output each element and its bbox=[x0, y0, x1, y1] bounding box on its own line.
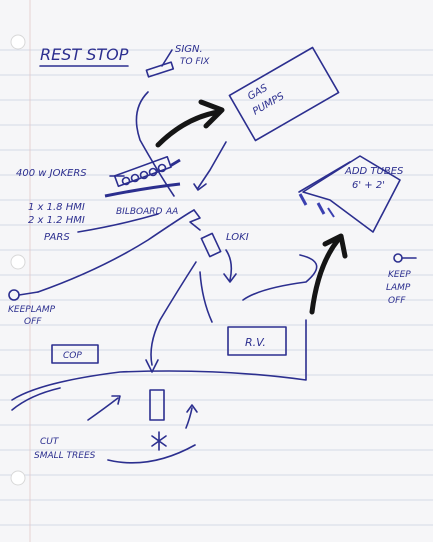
hmi-label: 1 x 1.8 HMI bbox=[28, 202, 85, 213]
sign-cable bbox=[135, 91, 175, 197]
lower-beam-right-arrowhead bbox=[186, 404, 198, 413]
path-to-loki bbox=[150, 261, 197, 366]
jokers-lamps bbox=[121, 163, 167, 186]
cable-connector bbox=[189, 209, 201, 231]
binder-hole bbox=[10, 254, 26, 270]
jokers-lamp-housing bbox=[113, 155, 172, 188]
tube-light bbox=[298, 193, 308, 206]
billboard-label: BILBOARD bbox=[116, 207, 163, 217]
sign-shape bbox=[145, 61, 175, 78]
jokers-mount bbox=[169, 158, 181, 168]
keep-lamp-off-right-line2: LAMP bbox=[386, 283, 411, 293]
cable-arrowhead bbox=[193, 183, 207, 191]
rv-label: R.V. bbox=[245, 336, 266, 349]
lower-beam-right bbox=[185, 407, 193, 429]
sign-pointer bbox=[161, 49, 173, 67]
lamp-off-right-icon bbox=[393, 253, 403, 263]
lower-light-stand bbox=[149, 389, 165, 421]
tube-light bbox=[327, 207, 335, 218]
loki-beam bbox=[225, 249, 233, 281]
bold-arrow-to-tubes bbox=[309, 237, 341, 315]
lamp-off-left-icon bbox=[8, 289, 20, 301]
road-edge-lower bbox=[11, 387, 61, 411]
page-title: REST STOP bbox=[40, 45, 129, 64]
cop-car-shape bbox=[51, 344, 99, 364]
tube-light bbox=[316, 202, 326, 215]
sign-label-line2: TO FIX bbox=[180, 57, 210, 67]
billboard-shape bbox=[104, 182, 181, 198]
cut-trees-label: CUT bbox=[40, 437, 60, 447]
building-edge bbox=[298, 161, 351, 193]
hmi-label-line3: PARS bbox=[44, 232, 70, 243]
keep-lamp-off-right-label: KEEP bbox=[388, 270, 411, 280]
hmi-pointer bbox=[77, 213, 159, 233]
lamp-off-left-stem bbox=[18, 291, 39, 296]
path-arrowhead bbox=[145, 359, 159, 373]
binder-hole bbox=[10, 470, 26, 486]
gas-pumps-shape bbox=[228, 46, 340, 142]
cut-trees-label-line2: SMALL TREES bbox=[34, 451, 96, 461]
bold-arrow-to-pumps bbox=[155, 109, 221, 148]
keep-lamp-off-left-line2: OFF bbox=[24, 317, 42, 327]
lower-beam-left bbox=[87, 397, 119, 421]
road-edge-upper bbox=[11, 319, 307, 401]
cable-run bbox=[37, 209, 195, 293]
rv-shape bbox=[227, 326, 287, 356]
add-tubes-sizes: 6' + 2' bbox=[352, 180, 385, 191]
loki-beam-arrowhead bbox=[223, 273, 237, 283]
cop-label: COP bbox=[63, 351, 82, 361]
sign-label: SIGN. bbox=[175, 44, 203, 55]
cable-to-billboard bbox=[197, 141, 227, 189]
keep-lamp-off-right-line3: OFF bbox=[388, 296, 406, 306]
lower-beam-left-arrowhead bbox=[111, 395, 121, 405]
path-to-rv bbox=[199, 271, 213, 323]
jokers-label: 400 w JOKERS bbox=[16, 168, 87, 179]
road-curve bbox=[242, 254, 318, 301]
loki-label: LOKI bbox=[226, 232, 249, 243]
keep-lamp-off-left-label: KEEPLAMP bbox=[8, 305, 56, 315]
binder-hole bbox=[10, 34, 26, 50]
tree-star-icon bbox=[151, 431, 167, 451]
hmi-label-line2: 2 x 1.2 HMI bbox=[28, 215, 85, 226]
add-tubes-label: ADD TUBES bbox=[344, 166, 404, 177]
bold-arrowhead-to-pumps bbox=[198, 99, 225, 129]
loki-light bbox=[200, 232, 222, 258]
bold-arrowhead-to-tubes bbox=[322, 233, 348, 259]
trees-pointer bbox=[107, 444, 196, 464]
billboard-lamps: AA bbox=[165, 207, 178, 217]
